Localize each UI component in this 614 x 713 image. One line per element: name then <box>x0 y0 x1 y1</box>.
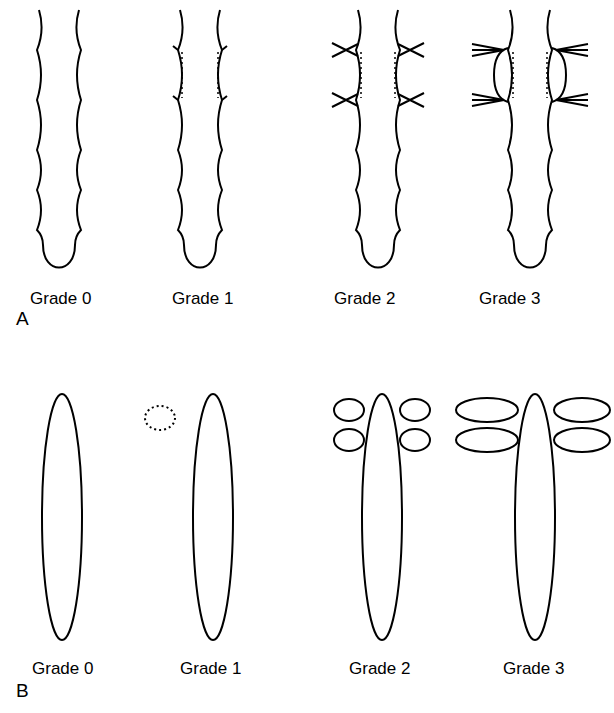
grade-label: Grade 3 <box>503 659 564 679</box>
vessel-grade-0 <box>42 394 82 640</box>
vessel-grade-2 <box>362 394 402 640</box>
tube-grade-3 <box>472 10 588 268</box>
grade-label: Grade 1 <box>180 659 241 679</box>
grade-label: Grade 2 <box>349 659 410 679</box>
dotted-outpouching <box>145 406 175 430</box>
grade-label: Grade 2 <box>334 289 395 309</box>
grade-label: Grade 1 <box>172 289 233 309</box>
tube-grade-2 <box>332 10 424 268</box>
vessel-grade-3 <box>515 394 555 640</box>
panel-letter: B <box>16 680 29 703</box>
grade-label: Grade 3 <box>479 289 540 309</box>
grade-label: Grade 0 <box>30 289 91 309</box>
grade-label: Grade 0 <box>32 659 93 679</box>
vessel-grade-1 <box>193 394 233 640</box>
tube-grade-1 <box>173 10 227 268</box>
tube-grade-0 <box>37 10 81 268</box>
panel-letter: A <box>16 308 29 331</box>
